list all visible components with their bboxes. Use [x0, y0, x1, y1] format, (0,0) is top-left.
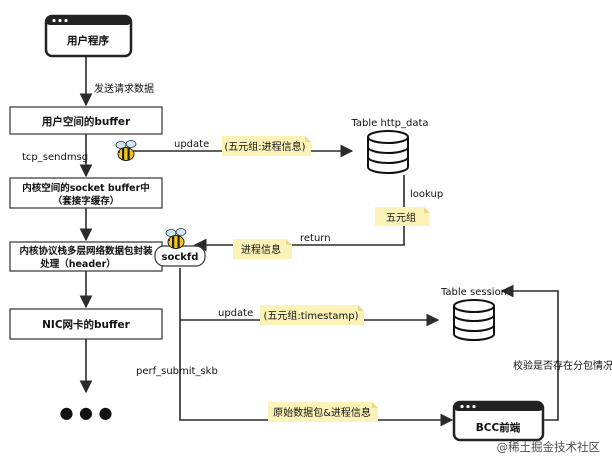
perf-submit-skb-label: perf_submit_skb — [136, 366, 218, 377]
user-buffer-box: 用户空间的buffer — [9, 106, 163, 135]
database-icon-session — [453, 299, 495, 341]
protocol-stack-label-line1: 内核协议栈多层网络数据包封装 — [19, 245, 153, 257]
user-buffer-label: 用户空间的buffer — [41, 115, 131, 128]
note-tuple-timestamp-text: (五元组:timestamp) — [263, 309, 358, 322]
table-http-data-label: Table http_data — [350, 118, 428, 129]
note-tuple: 五元组 — [375, 207, 430, 226]
bcc-frontend-label: BCC前端 — [476, 421, 521, 434]
arrow-perf-submit — [179, 268, 454, 427]
bee-icon — [115, 140, 137, 161]
note-tuple-process: (五元组:进程信息) — [222, 136, 311, 156]
sockfd-node: sockfd — [154, 245, 206, 267]
socket-buffer-label-line2: （套接字缓存） — [53, 195, 120, 207]
watermark: @稀土掘金技术社区 — [497, 440, 601, 454]
protocol-stack-box: 内核协议栈多层网络数据包封装 处理（header） — [9, 241, 163, 272]
note-process-info: 进程信息 — [233, 239, 292, 259]
lookup-label: lookup — [410, 189, 443, 200]
sockfd-label: sockfd — [162, 252, 199, 263]
update-top-label: update — [174, 139, 209, 150]
bcc-frontend-window: BCC前端 — [452, 400, 545, 442]
database-icon-http-data — [367, 130, 409, 174]
ellipsis-dots: ● ● ● — [59, 403, 112, 422]
nic-buffer-label: NIC网卡的buffer — [42, 318, 131, 331]
note-tuple-text: 五元组 — [386, 211, 416, 224]
nic-buffer-box: NIC网卡的buffer — [9, 308, 163, 340]
note-process-info-text: 进程信息 — [241, 243, 281, 256]
socket-buffer-label-line1: 内核空间的socket buffer中 — [22, 182, 150, 194]
update-mid-label: update — [218, 308, 253, 319]
user-program-label: 用户程序 — [66, 34, 109, 47]
note-raw-packet: 原始数据包&进程信息 — [268, 402, 378, 422]
user-program-window: 用户程序 — [44, 14, 133, 58]
socket-buffer-box: 内核空间的socket buffer中 （套接字缓存） — [9, 177, 163, 209]
table-session-label: Table session — [440, 287, 507, 298]
bee-icon — [165, 228, 187, 249]
note-tuple-process-text: (五元组:进程信息) — [224, 140, 305, 153]
protocol-stack-label-line2: 处理（header） — [39, 258, 116, 270]
arrow-check-fragment — [500, 284, 559, 421]
send-request-label: 发送请求数据 — [94, 82, 154, 95]
note-tuple-timestamp: (五元组:timestamp) — [260, 305, 364, 325]
tcp-sendmsg-label: tcp_sendmsg — [22, 152, 88, 163]
check-fragment-label: 校验是否存在分包情况 — [513, 359, 612, 372]
return-label: return — [300, 233, 331, 244]
note-raw-packet-text: 原始数据包&进程信息 — [273, 406, 371, 419]
